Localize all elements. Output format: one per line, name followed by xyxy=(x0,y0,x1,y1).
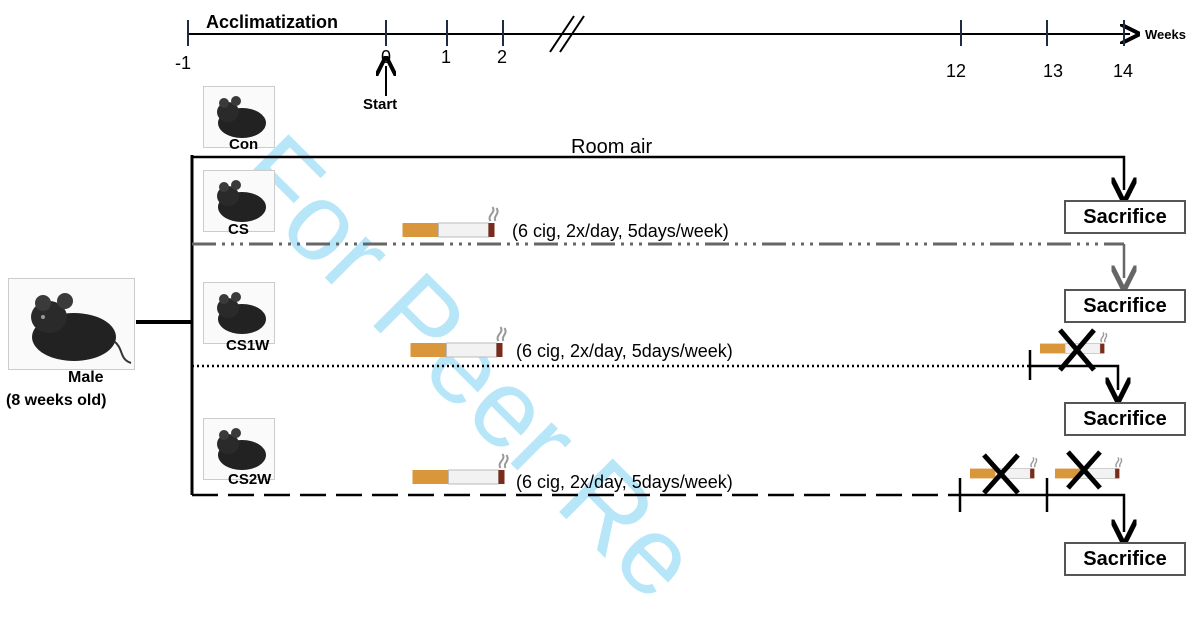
exposure-label: (6 cig, 2x/day, 5days/week) xyxy=(512,221,729,241)
tick-label: 1 xyxy=(441,47,452,67)
mouse-image xyxy=(203,418,275,480)
mouse-image xyxy=(203,170,275,232)
axis-units-label: Weeks xyxy=(1145,27,1186,42)
study-design-diagram xyxy=(136,15,1193,575)
mouse-image xyxy=(8,278,135,370)
exposure-label: (6 cig, 2x/day, 5days/week) xyxy=(516,472,733,492)
group-label: CS1W xyxy=(226,337,270,354)
cross-icon xyxy=(1058,328,1096,372)
mouse-image xyxy=(203,86,275,148)
tick-label: 13 xyxy=(1043,61,1064,81)
group-label: CS xyxy=(228,221,249,238)
start-label: Start xyxy=(363,96,398,113)
exposure-label: Room air xyxy=(571,136,653,158)
tick-label: -1 xyxy=(175,53,192,73)
sacrifice-box: Sacrifice xyxy=(1064,542,1186,576)
exposure-label: (6 cig, 2x/day, 5days/week) xyxy=(516,341,733,361)
subject-age: (8 weeks old) xyxy=(6,392,107,409)
cigarette-icon xyxy=(401,205,499,239)
cross-icon xyxy=(1066,450,1102,490)
con-line xyxy=(192,155,1124,190)
timeline-axis xyxy=(187,15,1130,96)
cigarette-icon xyxy=(411,452,509,486)
tick-label: 12 xyxy=(946,61,967,81)
mouse-image xyxy=(203,282,275,344)
phase-label: Acclimatization xyxy=(206,12,339,32)
tick-label: 0 xyxy=(381,47,392,67)
cs2w-arrow xyxy=(960,493,1124,532)
group-label: CS2W xyxy=(228,471,272,488)
tick-label: 2 xyxy=(497,47,508,67)
cs1w-arrow xyxy=(1030,364,1118,390)
cross-icon xyxy=(982,453,1020,495)
sacrifice-box: Sacrifice xyxy=(1064,289,1186,323)
group-lines xyxy=(136,155,1124,532)
group-label: Con xyxy=(229,136,259,153)
sacrifice-box: Sacrifice xyxy=(1064,200,1186,234)
cigarette-icon xyxy=(409,325,507,359)
tick-label: 14 xyxy=(1113,61,1134,81)
axis-break xyxy=(549,15,585,53)
sacrifice-box: Sacrifice xyxy=(1064,402,1186,436)
subject-label: Male xyxy=(68,369,104,386)
